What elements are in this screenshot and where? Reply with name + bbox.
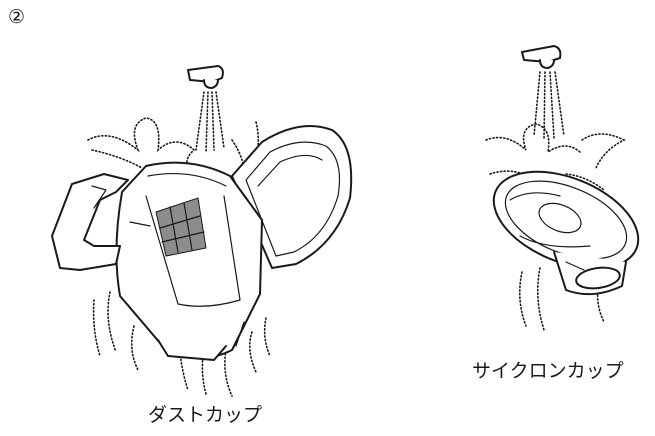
cyclone-cup-faucet-icon: [521, 45, 562, 69]
dust-cup-label: ダストカップ: [148, 404, 263, 426]
dust-cup-faucet-icon: [187, 65, 224, 89]
cyclone-cup-water-stream-icon: [533, 71, 565, 139]
dust-cup-water-stream-icon: [195, 91, 225, 153]
cyclone-cup-illustration: [492, 170, 640, 296]
step-number: ②: [8, 6, 26, 28]
dust-cup-illustration: [51, 125, 353, 361]
cyclone-cup-label: サイクロンカップ: [472, 360, 624, 382]
